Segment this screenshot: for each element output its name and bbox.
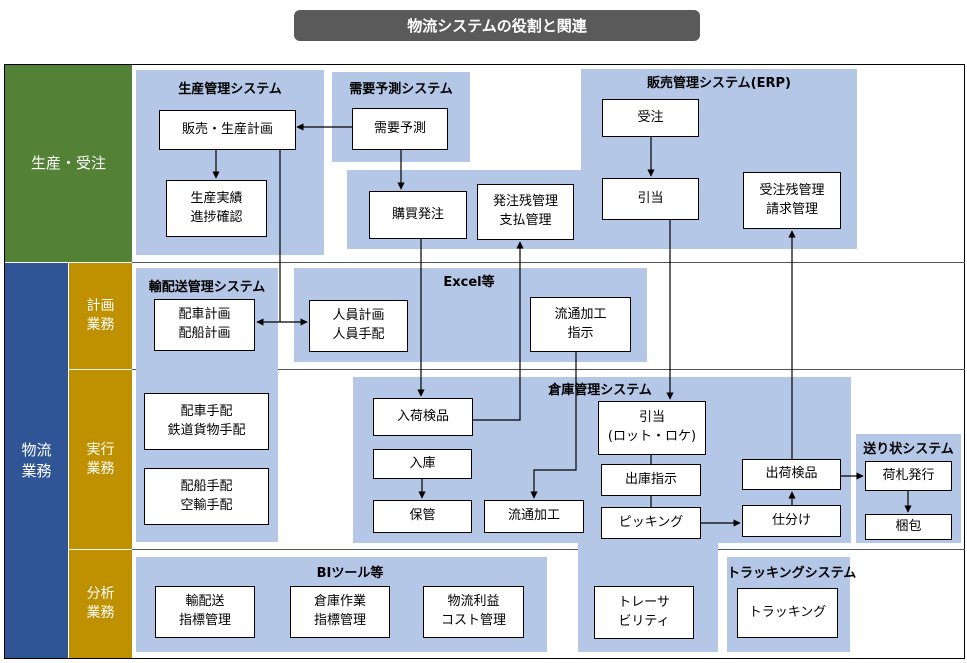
node-profit-cost: 物流利益 コスト管理 [423,586,524,638]
node-production-results: 生産実績 進捗確認 [166,180,267,237]
panel-title-bi-tools: BIツール等 [316,566,384,581]
band-planning: 計画 業務 [69,263,132,369]
node-packing: 梱包 [865,514,952,540]
node-distribution-processing: 流通加工 [484,500,584,533]
arrow-receiving-to-po-balance [473,241,524,421]
panel-title-production-management: 生産管理システム [178,82,282,97]
band-logistics: 物流 業務 [5,263,68,658]
panel-title-warehouse-management: 倉庫管理システム [548,383,652,398]
panel-title-tracking: トラッキングシステム [727,566,857,581]
panel-title-sales-erp: 販売管理システム(ERP) [647,76,791,91]
node-traceability: トレーサ ビリティ [594,586,694,639]
node-order-balance: 受注残管理 請求管理 [743,172,841,229]
arrow-instr-to-processing [530,352,577,499]
diagram-frame [4,64,965,659]
node-staff-plan: 人員計画 人員手配 [309,300,408,352]
node-receiving-inspection: 入荷検品 [373,398,473,436]
node-vehicle-arrangement: 配車手配 鉄道貨物手配 [144,393,269,450]
node-storage: 保管 [373,500,472,533]
node-shipping-instruction: 出庫指示 [601,464,701,496]
node-kpi-warehouse: 倉庫作業 指標管理 [290,586,390,638]
panel-title-demand-forecast: 需要予測システム [349,82,453,97]
node-sales-production-plan: 販売・生産計画 [159,110,296,150]
node-distribution-processing-instruction: 流通加工 指示 [530,297,631,352]
panel-title-waybill: 送り状システム [863,442,954,457]
band-execution: 実行 業務 [69,370,132,549]
page-title: 物流システムの役割と関連 [294,10,700,41]
panel-title-excel: Excel等 [443,275,495,290]
node-order-receipt: 受注 [602,99,699,137]
node-purchase-order: 購買発注 [369,191,467,239]
node-demand-forecast: 需要予測 [352,108,448,150]
node-po-balance: 発注残管理 支払管理 [477,184,574,240]
band-production: 生産・受注 [5,65,132,262]
row-divider-planning [132,369,965,370]
node-wms-allocation: 引当 (ロット・ロケ) [598,401,706,455]
row-divider-execution [132,549,965,550]
row-divider-production [132,262,965,263]
panel-title-delivery-management: 輸配送管理システム [148,280,266,295]
node-putaway: 入庫 [373,449,472,479]
node-shipping-inspection: 出荷検品 [742,459,841,490]
node-sorting: 仕分け [742,505,841,537]
node-picking: ピッキング [601,507,701,539]
node-vehicle-plan: 配車計画 配船計画 [154,299,255,351]
node-kpi-delivery: 輸配送 指標管理 [155,586,255,638]
node-ship-arrangement: 配船手配 空輸手配 [144,468,269,525]
band-analysis: 分析 業務 [69,550,132,658]
node-allocation: 引当 [602,178,699,220]
node-tag-issue: 荷札発行 [865,461,952,491]
node-tracking: トラッキング [737,588,838,638]
